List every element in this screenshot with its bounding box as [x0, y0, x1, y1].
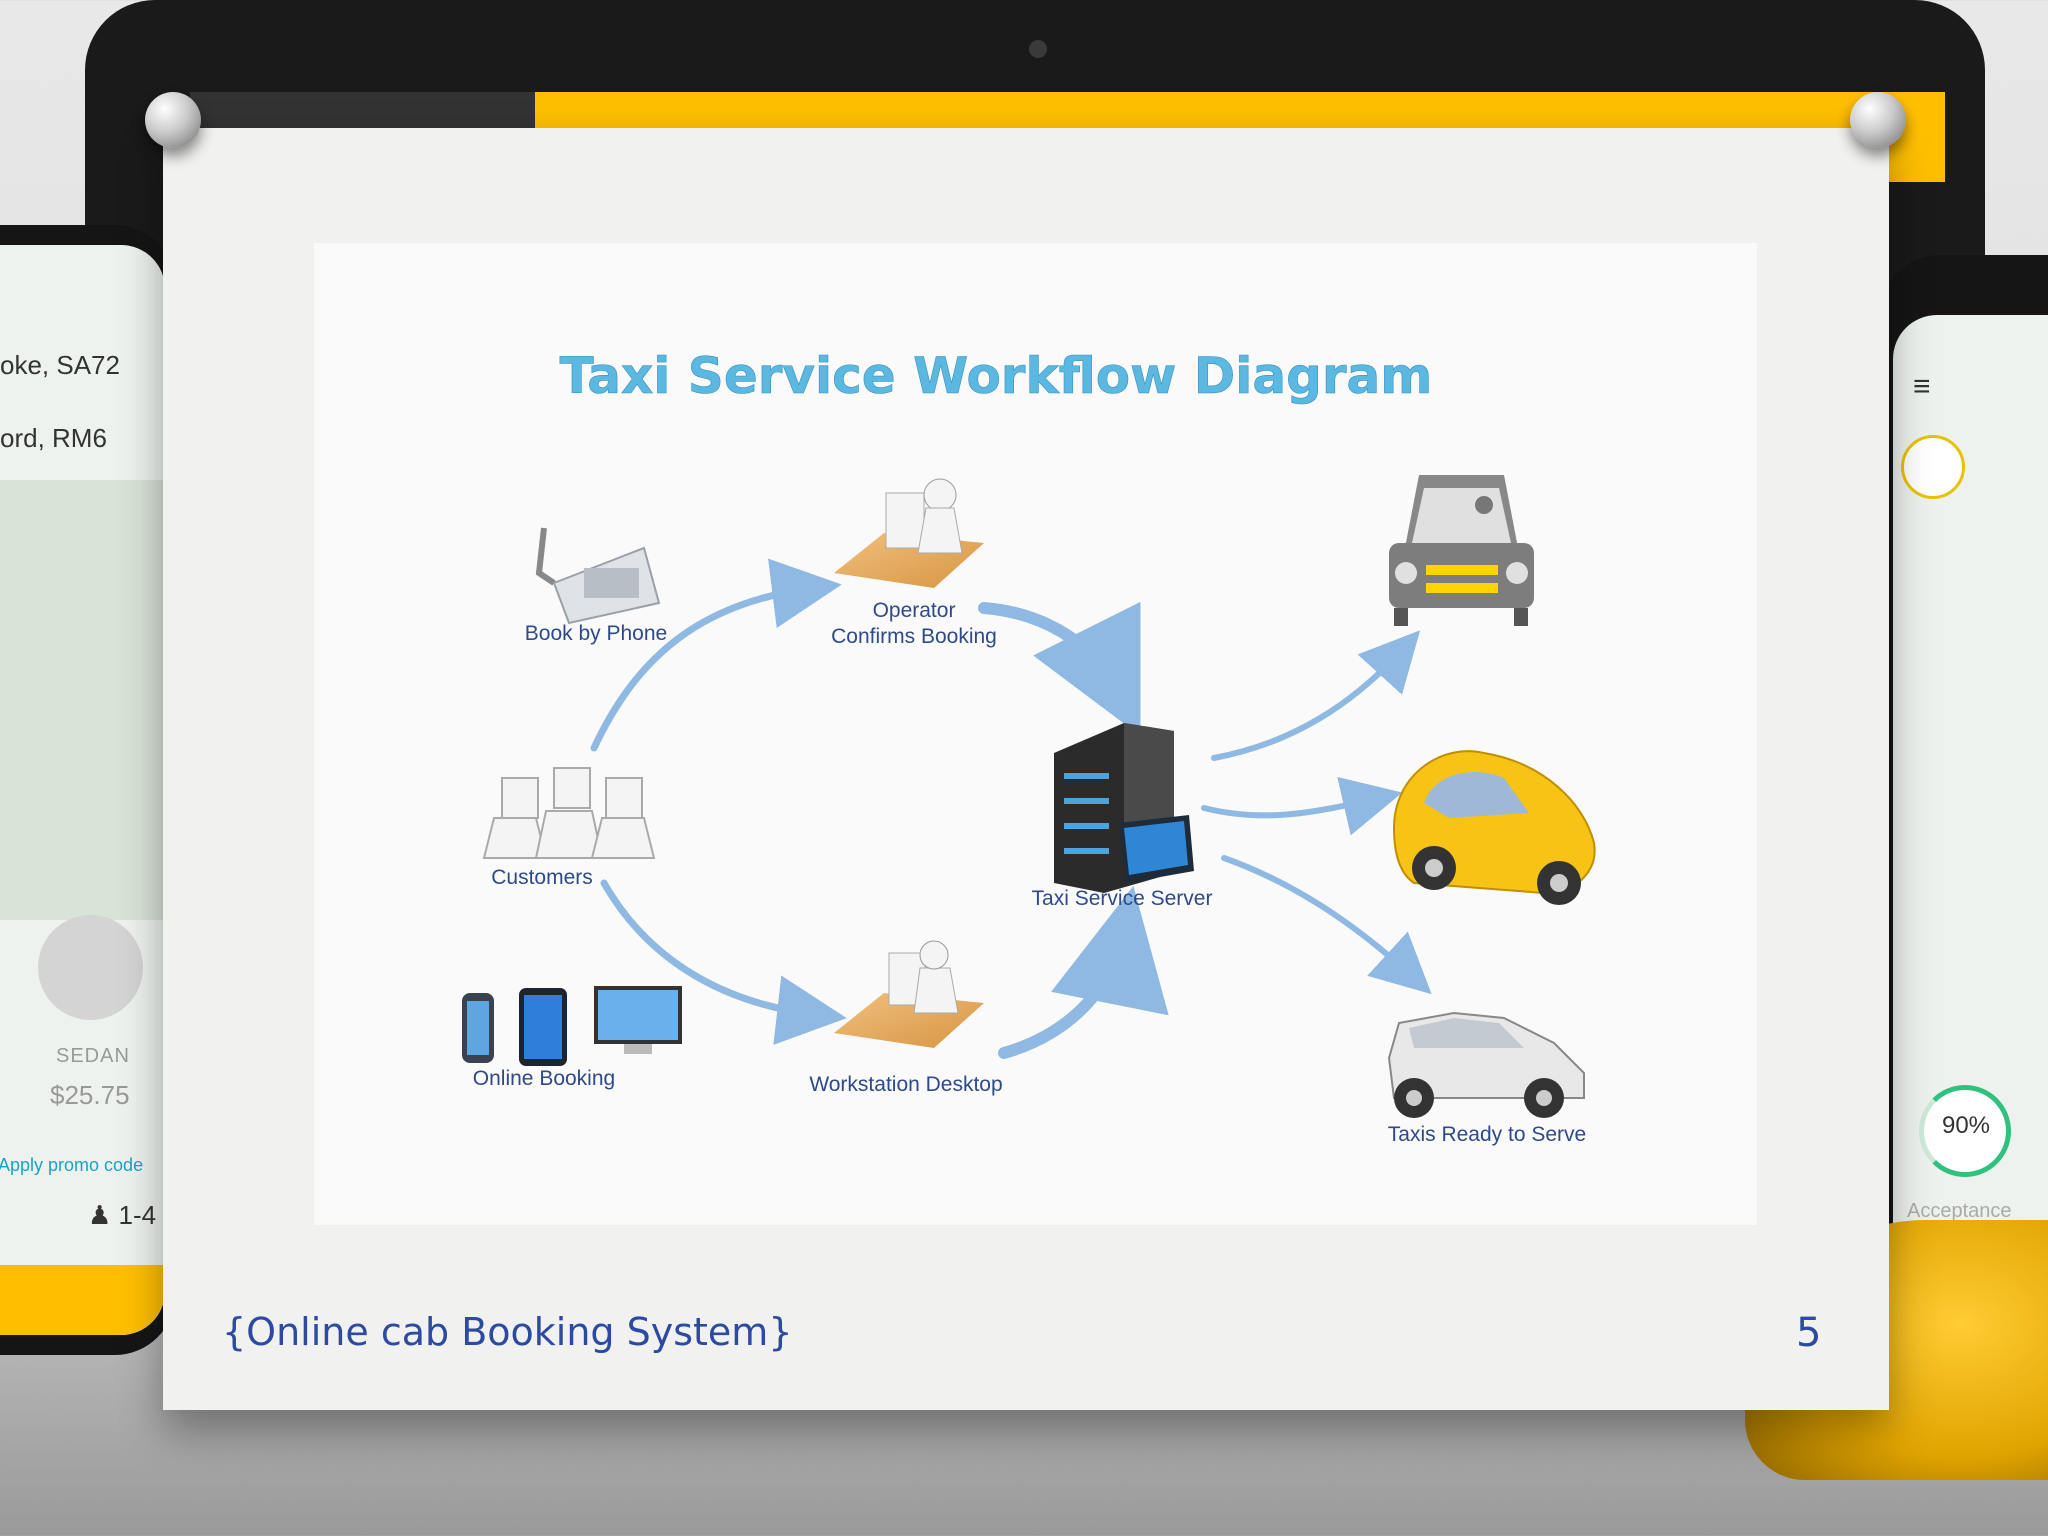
- flow-arrows: [590, 558, 1432, 1059]
- label-customers: Customers: [491, 866, 593, 889]
- label-book-by-phone: Book by Phone: [525, 622, 667, 645]
- slide-footer-title: {Online cab Booking System}: [222, 1310, 793, 1354]
- taxi-front-icon: [1389, 475, 1534, 626]
- label-taxi-service-server: Taxi Service Server: [1032, 887, 1213, 910]
- map-area: [0, 480, 165, 920]
- arrow-customers-to-workstation: [600, 879, 847, 1045]
- passenger-range: 1-4: [118, 1200, 157, 1230]
- operator-icon: [834, 478, 984, 588]
- label-taxis-ready-to-serve: Taxis Ready to Serve: [1388, 1123, 1586, 1146]
- dropoff-address: ord, RM6: [0, 423, 107, 453]
- arrow-server-to-taxi-2: [1201, 776, 1403, 836]
- left-phone-screen: oke, SA72 ord, RM6 SEDAN $25.75 Apply pr…: [0, 245, 165, 1335]
- sedan-car-icon[interactable]: [38, 915, 143, 1020]
- arrow-server-to-taxi-1: [1211, 630, 1421, 761]
- left-pushpin: [145, 92, 201, 148]
- workstation-icon: [834, 940, 984, 1048]
- menu-icon[interactable]: ≡: [1913, 370, 1931, 403]
- promo-code-link[interactable]: Apply promo code: [0, 1155, 144, 1175]
- diagram-title: Taxi Service Workflow Diagram: [560, 347, 1433, 405]
- acceptance-ring: [1919, 1085, 2011, 1177]
- laptop-camera: [1029, 40, 1047, 58]
- online-devices-icon: [462, 986, 682, 1066]
- acceptance-label: Acceptance: [1907, 1200, 2012, 1222]
- fare-price: $25.75: [50, 1080, 130, 1110]
- taxi-silver-icon: [1387, 1011, 1585, 1118]
- arrow-server-to-taxi-3: [1221, 855, 1432, 995]
- passenger-count: ♟ 1-4: [88, 1200, 156, 1231]
- arrow-customers-to-operator: [590, 558, 842, 752]
- label-confirms-booking: Confirms Booking: [831, 625, 997, 648]
- car-type-label: SEDAN: [56, 1045, 130, 1067]
- home-icon[interactable]: [1901, 435, 1965, 499]
- arrow-workstation-to-server: [998, 885, 1169, 1059]
- telephone-icon: [535, 527, 661, 625]
- label-online-booking: Online Booking: [473, 1067, 615, 1090]
- right-pushpin: [1850, 92, 1906, 148]
- person-icon: ♟: [88, 1200, 112, 1230]
- workflow-diagram: Taxi Service Workflow Diagram Book by Ph…: [314, 243, 1757, 1225]
- taxi-yellow-icon: [1392, 750, 1596, 905]
- right-phone-screen: ≡ 90% Acceptance: [1893, 315, 2048, 1395]
- server-icon: [1054, 723, 1194, 893]
- slide-page-number: 5: [1796, 1310, 1822, 1356]
- diagram-canvas: Taxi Service Workflow Diagram Book by Ph…: [462, 347, 1596, 1146]
- arrow-operator-to-server: [978, 601, 1141, 736]
- label-operator: Operator: [873, 599, 956, 622]
- label-workstation-desktop: Workstation Desktop: [809, 1073, 1002, 1096]
- book-ride-bar[interactable]: [0, 1265, 165, 1335]
- acceptance-percent: 90%: [1941, 1112, 1991, 1139]
- pickup-address: oke, SA72: [0, 350, 120, 380]
- customers-icon: [482, 767, 656, 859]
